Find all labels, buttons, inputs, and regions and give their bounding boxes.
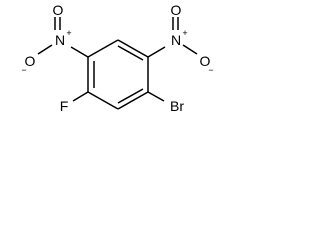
nitro-left-oxygen-charge: −	[21, 65, 26, 75]
benzene-ring	[87, 39, 149, 110]
fluorine-atom: F	[60, 98, 69, 114]
bond-ring-nitro-left	[70, 46, 89, 58]
ring-bond-top-right	[117, 39, 149, 58]
nitro-group-left: N + O O −	[21, 2, 71, 75]
bond-ring-nitro-right	[147, 46, 166, 58]
bromine-atom: Br	[170, 98, 184, 114]
bond-ring-bromine	[147, 91, 165, 102]
ring-bond-top-right-inner	[117, 45, 144, 61]
nitro-right-oxygen-side: O	[200, 53, 211, 69]
ring-bond-bottom-right	[117, 91, 149, 110]
bond-ring-fluorine	[72, 91, 89, 102]
nitro-right-oxygen-top: O	[171, 2, 182, 18]
ring-bond-bottom-left	[87, 91, 119, 110]
molecule-structure: N + O O − N + O O − F Br	[21, 2, 214, 114]
nitro-left-nitrogen: N	[55, 32, 65, 48]
nitro-left-oxygen-side: O	[25, 53, 36, 69]
bond-n-o-single-left	[37, 44, 53, 55]
nitro-right-nitrogen-charge: +	[182, 28, 187, 38]
nitro-right-oxygen-charge: −	[208, 65, 213, 75]
nitro-left-oxygen-top: O	[53, 2, 64, 18]
ring-bond-bottom-right-inner	[117, 88, 144, 104]
nitro-group-right: N + O O −	[171, 2, 214, 75]
bond-n-o-single-right	[182, 44, 198, 55]
substituent-bonds	[70, 46, 166, 102]
nitro-left-nitrogen-charge: +	[66, 28, 71, 38]
nitro-right-nitrogen: N	[171, 32, 181, 48]
ring-bond-top-left	[87, 39, 119, 58]
